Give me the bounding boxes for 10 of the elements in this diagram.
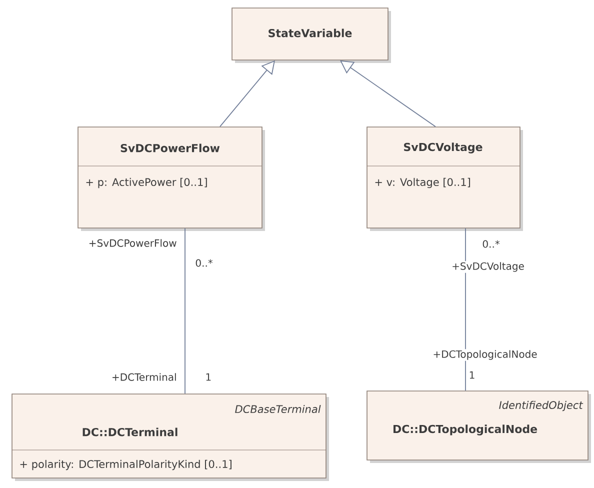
generalization-arrow — [340, 60, 436, 128]
role-label: 1 — [468, 370, 476, 380]
role-label: +SvDCPowerFlow — [87, 238, 178, 248]
role-label: 1 — [204, 372, 213, 382]
role-label: +SvDCVoltage — [450, 261, 526, 273]
role-label: 0..* — [194, 258, 214, 268]
role-label: 0..* — [481, 239, 501, 249]
association-line — [184, 228, 186, 394]
role-label: +DCTopologicalNode — [432, 349, 538, 361]
role-label: +DCTerminal — [110, 372, 178, 382]
